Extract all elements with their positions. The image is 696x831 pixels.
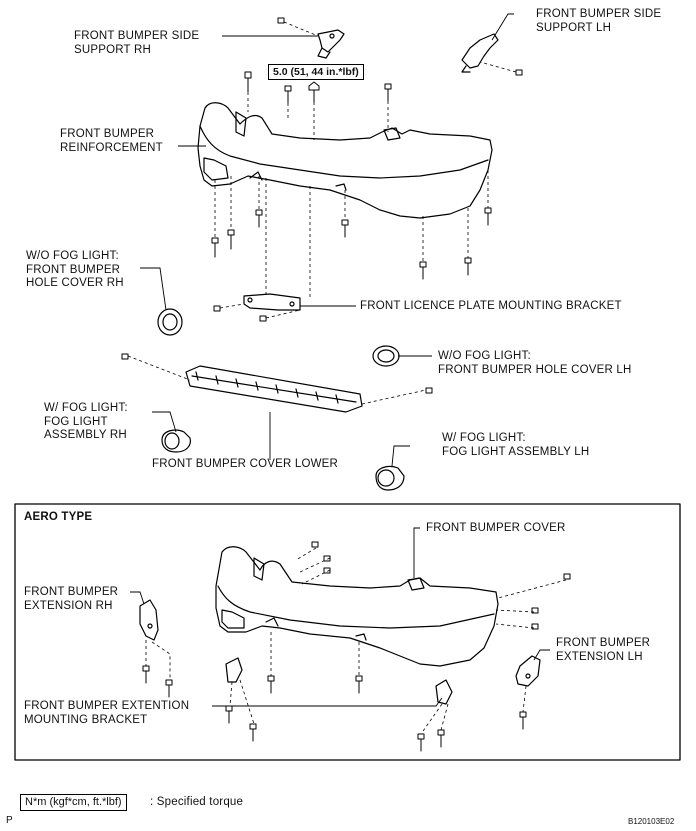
extension-rh-part [139, 599, 159, 641]
extension-lh-part [515, 655, 541, 687]
bolts-top [121, 17, 523, 394]
label-fog-light-lh: W/ FOG LIGHT: FOG LIGHT ASSEMBLY LH [442, 432, 590, 458]
legend-unit-box: N*m (kgf*cm, ft.*lbf) [20, 794, 127, 811]
extension-bracket-rh-part [225, 657, 243, 683]
aero-bumper-cover-part [215, 546, 499, 667]
licence-plate-bracket-part [243, 293, 301, 311]
label-extension-lh: FRONT BUMPER EXTENSION LH [556, 637, 651, 663]
hole-cover-lh-part [372, 345, 400, 367]
label-licence-bracket: FRONT LICENCE PLATE MOUNTING BRACKET [360, 300, 622, 312]
figure-code: B120103E02 [628, 817, 675, 826]
dashed-guides [127, 21, 567, 735]
label-extension-rh: FRONT BUMPER EXTENSION RH [24, 586, 119, 612]
bolts-aero [142, 541, 571, 752]
label-extension-bracket: FRONT BUMPER EXTENTION MOUNTING BRACKET [24, 700, 190, 726]
page-mark: P [6, 815, 13, 826]
extension-bracket-lh-part [435, 679, 453, 705]
front-bumper-cover-part [197, 102, 493, 219]
label-bumper-cover: FRONT BUMPER COVER [426, 522, 566, 534]
leader-lines [130, 13, 550, 707]
label-hole-cover-rh: W/O FOG LIGHT: FRONT BUMPER HOLE COVER R… [26, 250, 124, 289]
legend-text: : Specified torque [150, 796, 244, 808]
label-side-support-rh: FRONT BUMPER SIDE SUPPORT RH [74, 30, 200, 56]
label-aero-type: AERO TYPE [24, 511, 93, 523]
hole-cover-rh-part [157, 308, 183, 336]
bumper-cover-lower-part [185, 365, 363, 413]
label-hole-cover-lh: W/O FOG LIGHT: FRONT BUMPER HOLE COVER L… [438, 350, 632, 376]
label-reinforcement: FRONT BUMPER REINFORCEMENT [60, 128, 163, 154]
label-cover-lower: FRONT BUMPER COVER LOWER [152, 458, 339, 470]
label-side-support-lh: FRONT BUMPER SIDE SUPPORT LH [536, 8, 662, 34]
torque-value-box: 5.0 (51, 44 in.*lbf) [268, 64, 364, 80]
fog-light-lh-part [375, 465, 405, 491]
label-fog-light-rh: W/ FOG LIGHT: FOG LIGHT ASSEMBLY RH [44, 402, 128, 441]
side-support-lh-part [461, 33, 499, 73]
side-support-rh-part [317, 29, 345, 59]
aero-type-box [14, 503, 681, 761]
fog-light-rh-part [161, 429, 191, 453]
